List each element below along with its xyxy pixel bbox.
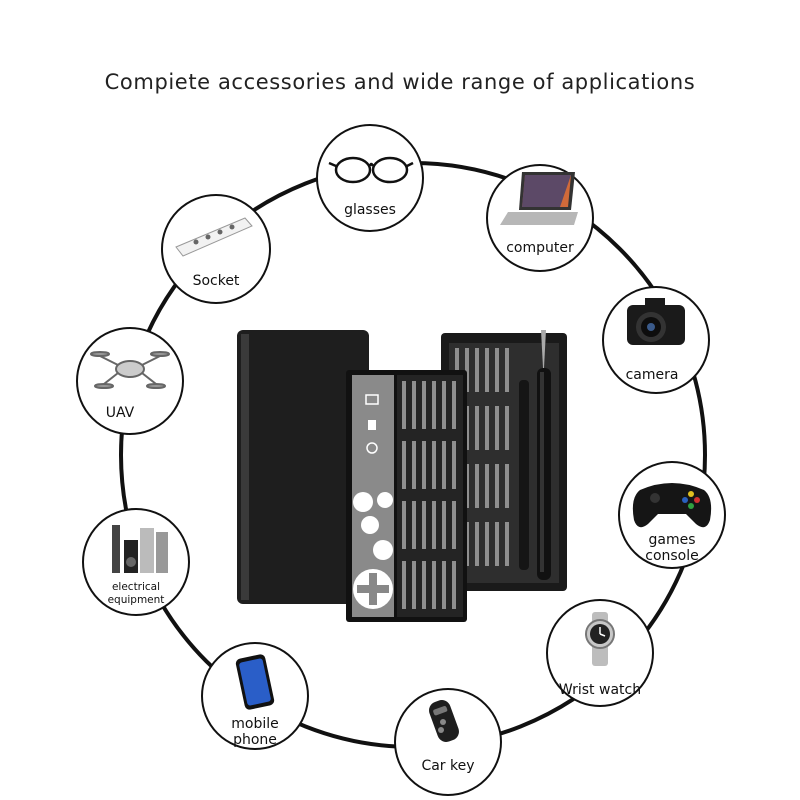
bit [412, 381, 416, 429]
camera-badge [602, 286, 710, 394]
bit [412, 501, 416, 549]
bit [432, 501, 436, 549]
bit [475, 464, 479, 508]
games-badge [618, 461, 726, 569]
carkey-badge [394, 688, 502, 796]
bit [475, 522, 479, 566]
label-games-line2: console [645, 548, 699, 564]
bit [495, 348, 499, 392]
bit [452, 501, 456, 549]
headline: Compiete accessories and wide range of a… [104, 70, 696, 94]
electrical-badge [82, 508, 190, 616]
bit [505, 406, 509, 450]
bit [485, 348, 489, 392]
label-car-key: Car key [421, 758, 475, 774]
label-games-console: games console [622, 532, 722, 564]
bit [442, 381, 446, 429]
label-mobile-line2: phone [233, 732, 277, 748]
bit [412, 561, 416, 609]
bit [422, 441, 426, 489]
bit [452, 441, 456, 489]
bit [452, 561, 456, 609]
bit [495, 464, 499, 508]
label-wrist-watch: Wrist watch [558, 682, 642, 698]
bit [452, 381, 456, 429]
bit [485, 464, 489, 508]
bit [412, 441, 416, 489]
bit [475, 348, 479, 392]
label-electrical-line2: equipment [107, 594, 165, 606]
label-socket: Socket [192, 273, 240, 289]
label-electrical-line1: electrical [111, 581, 161, 593]
appliances-icon [112, 525, 168, 573]
bit [485, 522, 489, 566]
label-uav: UAV [105, 405, 135, 421]
bit [442, 561, 446, 609]
bit [505, 522, 509, 566]
bit [422, 381, 426, 429]
bit [495, 522, 499, 566]
bit [402, 501, 406, 549]
bit [402, 381, 406, 429]
label-camera: camera [625, 367, 679, 383]
bit [442, 501, 446, 549]
glasses-badge [316, 124, 424, 232]
bit [432, 381, 436, 429]
glasses-icon [328, 156, 414, 184]
bit [402, 441, 406, 489]
camera-icon [627, 298, 685, 345]
mobile-badge [201, 642, 309, 750]
bit [485, 406, 489, 450]
computer-badge [486, 164, 594, 272]
drone-icon [90, 351, 170, 389]
gamepad-icon [632, 483, 712, 528]
bit [475, 406, 479, 450]
laptop-icon [500, 172, 578, 225]
bit [422, 501, 426, 549]
bit [495, 406, 499, 450]
car-key-icon [429, 700, 459, 742]
bit [465, 348, 469, 392]
bit [505, 348, 509, 392]
label-mobile-line1: mobile [231, 716, 279, 732]
bit [442, 441, 446, 489]
screwdriver-kit-image [237, 330, 567, 622]
bit [422, 561, 426, 609]
bit [402, 561, 406, 609]
smartphone-icon [235, 654, 275, 710]
watch-badge [546, 599, 654, 707]
bit [432, 561, 436, 609]
bit [505, 464, 509, 508]
label-glasses: glasses [344, 202, 396, 218]
label-games-line1: games [648, 532, 696, 548]
power-strip-icon [175, 217, 253, 257]
uav-badge [76, 327, 184, 435]
label-computer: computer [506, 240, 574, 256]
socket-badge [161, 194, 271, 304]
bit [432, 441, 436, 489]
label-electrical-equipment: electrical equipment [86, 581, 186, 607]
label-mobile-phone: mobile phone [205, 716, 305, 748]
wristwatch-icon [585, 612, 615, 666]
